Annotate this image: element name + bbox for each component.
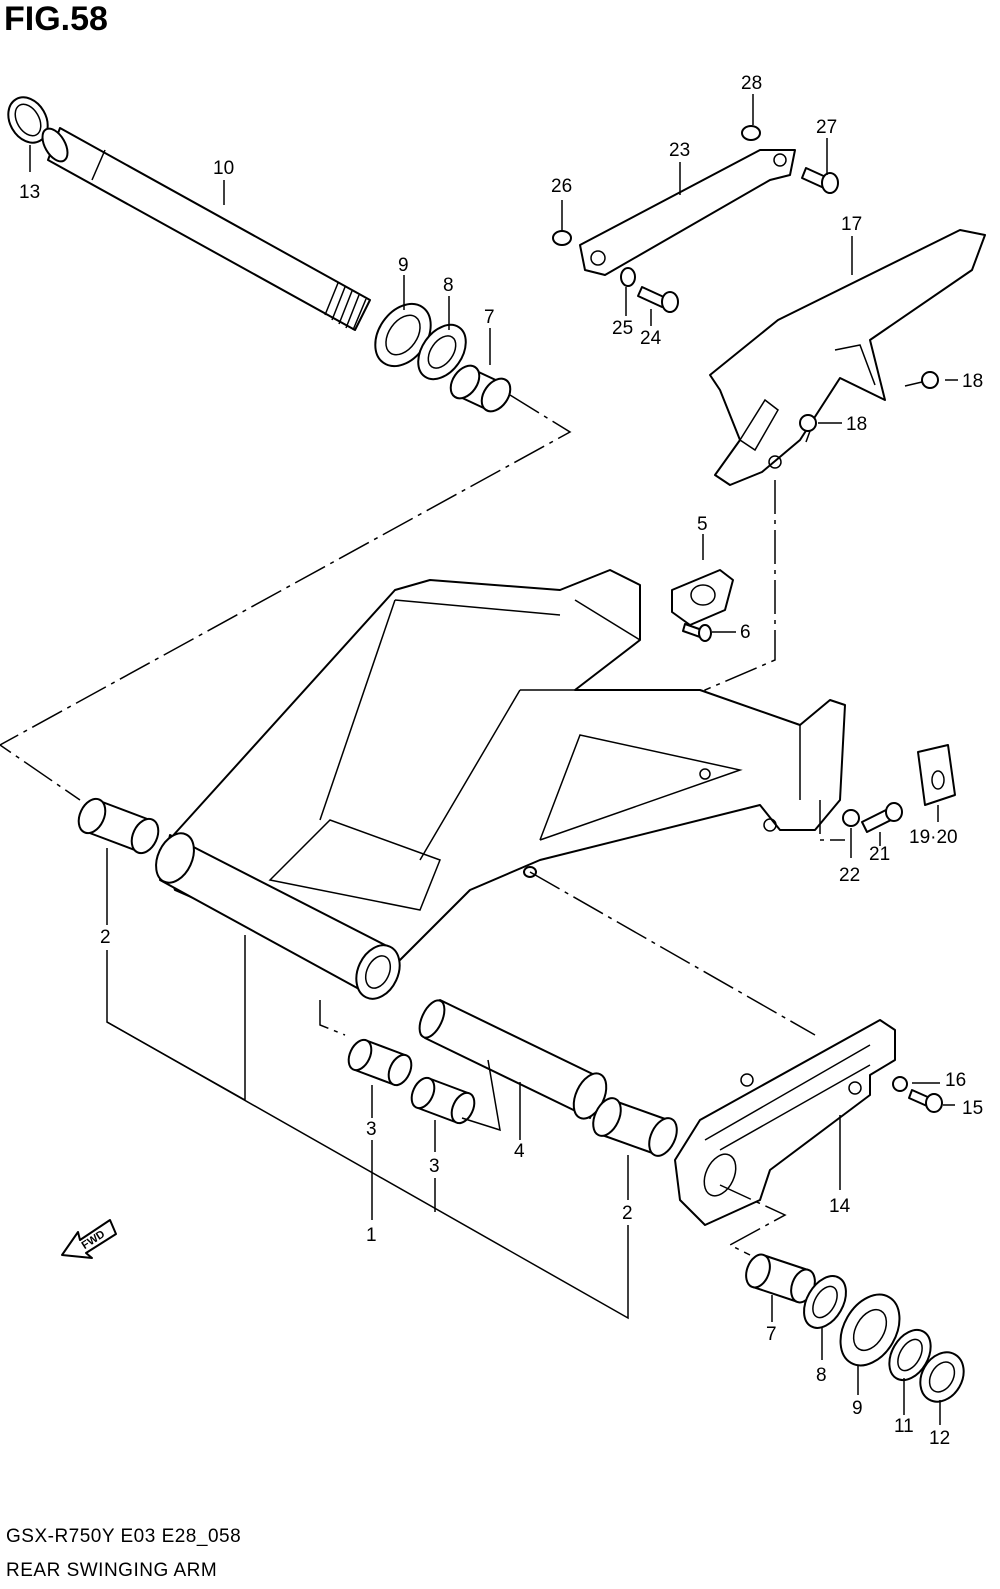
callout-10: 10 [213, 158, 234, 179]
callout-18-a: 18 [962, 371, 983, 392]
callout-17: 17 [841, 214, 862, 235]
callout-11: 11 [894, 1416, 914, 1437]
part-3-bearing-a [347, 1038, 413, 1087]
callout-4: 4 [514, 1141, 525, 1162]
callout-7-upper: 7 [484, 307, 495, 328]
callout-21: 21 [869, 844, 890, 865]
callout-7-lower: 7 [766, 1324, 777, 1345]
callout-24: 24 [640, 328, 662, 349]
part-13-ring [7, 96, 49, 144]
callout-6: 6 [740, 622, 751, 643]
part-8-washer-lower [803, 1275, 847, 1329]
assembly-line-upper [0, 394, 572, 801]
assembly-line-slider [529, 871, 816, 1036]
callout-12: 12 [929, 1428, 950, 1449]
callout-2-right: 2 [622, 1203, 633, 1224]
callout-27: 27 [816, 117, 837, 138]
callout-8-upper: 8 [443, 275, 454, 296]
callout-9-upper: 9 [398, 255, 409, 276]
part-9-bearing-lower [839, 1293, 901, 1367]
callout-8-lower: 8 [816, 1365, 827, 1386]
callout-26: 26 [551, 176, 572, 197]
assembly-line-slider-screws [719, 1184, 787, 1256]
callout-22: 22 [839, 865, 860, 886]
part-28-nut [741, 125, 761, 141]
part-2-bearing-left [77, 797, 160, 855]
part-17-chain-cover [709, 229, 986, 486]
model-code: GSX-R750Y E03 E28_058 [6, 1526, 242, 1547]
part-5-plate [671, 569, 734, 626]
callout-3-a: 3 [366, 1119, 377, 1140]
part-15-screw [908, 1089, 943, 1113]
callout-5: 5 [697, 514, 708, 535]
part-14-chain-slider [674, 1019, 896, 1226]
assembly-line-adjuster [819, 800, 845, 841]
swinging-arm [155, 569, 846, 1000]
part-19-20-adjuster [917, 744, 956, 806]
part-2-bearing-right [592, 1097, 678, 1157]
part-26-nut [552, 230, 572, 246]
fwd-direction-arrow: FWD [61, 1219, 117, 1259]
diagram-caption: REAR SWINGING ARM [6, 1560, 218, 1581]
callout-28: 28 [741, 73, 762, 94]
assembly-line-cover [704, 480, 776, 770]
callout-9-lower: 9 [852, 1398, 863, 1419]
figure-title: FIG.58 [4, 0, 108, 38]
callout-16: 16 [945, 1070, 966, 1091]
callout-13: 13 [19, 182, 40, 203]
part-10-pivot-shaft [41, 127, 371, 331]
part-23-torque-link [579, 149, 796, 276]
part-16-washer [892, 1076, 908, 1092]
part-18-screw-a [904, 371, 939, 389]
part-21-bolt [861, 802, 903, 833]
callout-1: 1 [366, 1225, 377, 1246]
callout-3-b: 3 [429, 1156, 440, 1177]
callout-18-b: 18 [846, 414, 867, 435]
assembly-line-lower [319, 1000, 346, 1036]
callout-labels: 1 2 2 3 3 4 5 6 7 7 8 8 9 9 10 11 12 13 … [19, 73, 983, 1449]
callout-2-left: 2 [100, 927, 111, 948]
part-3-bearing-b [410, 1076, 476, 1125]
leader-lines [29, 94, 958, 1425]
part-22-nut [842, 809, 860, 827]
part-7-collar-lower [745, 1253, 816, 1304]
callout-15: 15 [962, 1098, 983, 1119]
callout-19-20: 19·20 [909, 827, 958, 848]
part-27-bolt [801, 167, 839, 194]
part-24-bolt [637, 286, 679, 313]
part-4-sleeve [418, 999, 608, 1120]
part-6-screw [682, 623, 712, 642]
part-8-washer-upper [417, 323, 467, 381]
part-7-collar-upper [449, 364, 512, 413]
callout-14: 14 [829, 1196, 851, 1217]
callout-25: 25 [612, 318, 633, 339]
callout-23: 23 [669, 140, 690, 161]
part-18-screw-b [799, 414, 817, 443]
part-25-washer [620, 267, 636, 287]
part-12-locknut [919, 1351, 965, 1403]
